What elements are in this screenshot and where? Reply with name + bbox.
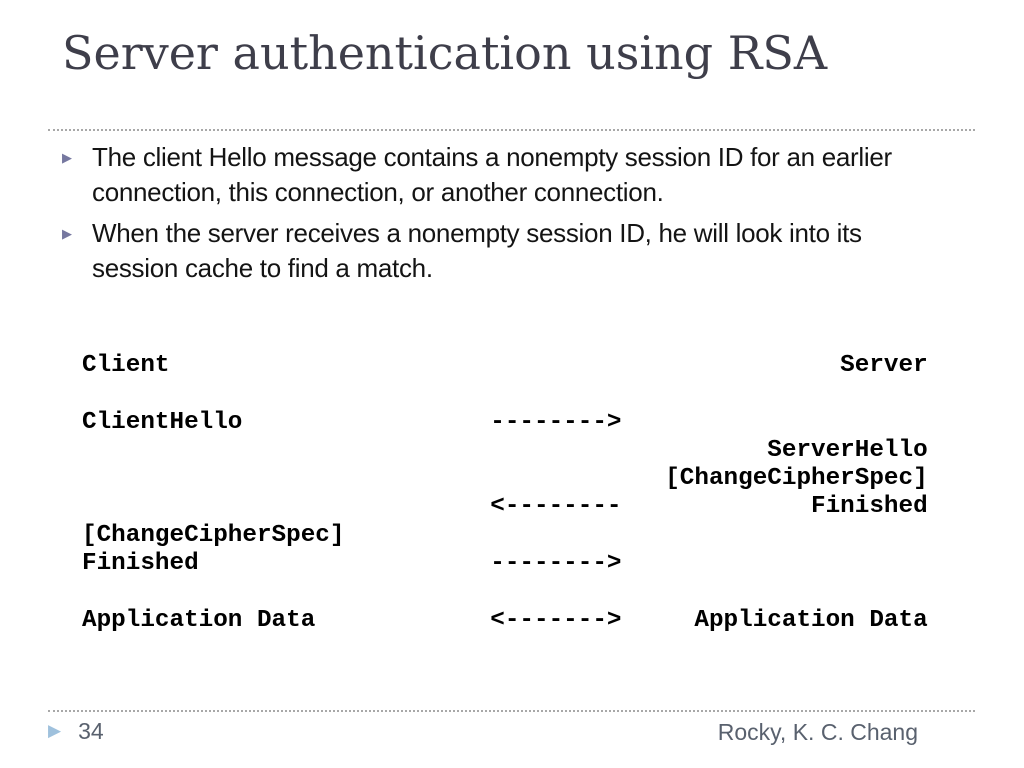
bullet-item: ▶ When the server receives a nonempty se… — [62, 216, 1000, 286]
tls-handshake-diagram: Client Server ClientHello --------> Serv… — [82, 352, 928, 634]
footer: ▶ 34 Rocky, K. C. Chang — [48, 718, 1024, 748]
bullet-arrow-icon: ▶ — [62, 226, 72, 241]
bullet-text: The client Hello message contains a none… — [92, 142, 892, 207]
footer-divider — [48, 710, 975, 712]
bullet-text: When the server receives a nonempty sess… — [92, 218, 862, 283]
bullet-item: ▶ The client Hello message contains a no… — [62, 140, 1000, 210]
author-name: Rocky, K. C. Chang — [717, 719, 918, 745]
title-divider — [48, 129, 975, 131]
bullet-list: ▶ The client Hello message contains a no… — [0, 140, 1000, 292]
footer-left: ▶ 34 — [48, 718, 1024, 744]
page-title: Server authentication using RSA — [62, 26, 828, 80]
slide-number: 34 — [78, 718, 104, 744]
bullet-arrow-icon: ▶ — [62, 150, 72, 165]
slide-number-arrow-icon: ▶ — [48, 721, 62, 740]
